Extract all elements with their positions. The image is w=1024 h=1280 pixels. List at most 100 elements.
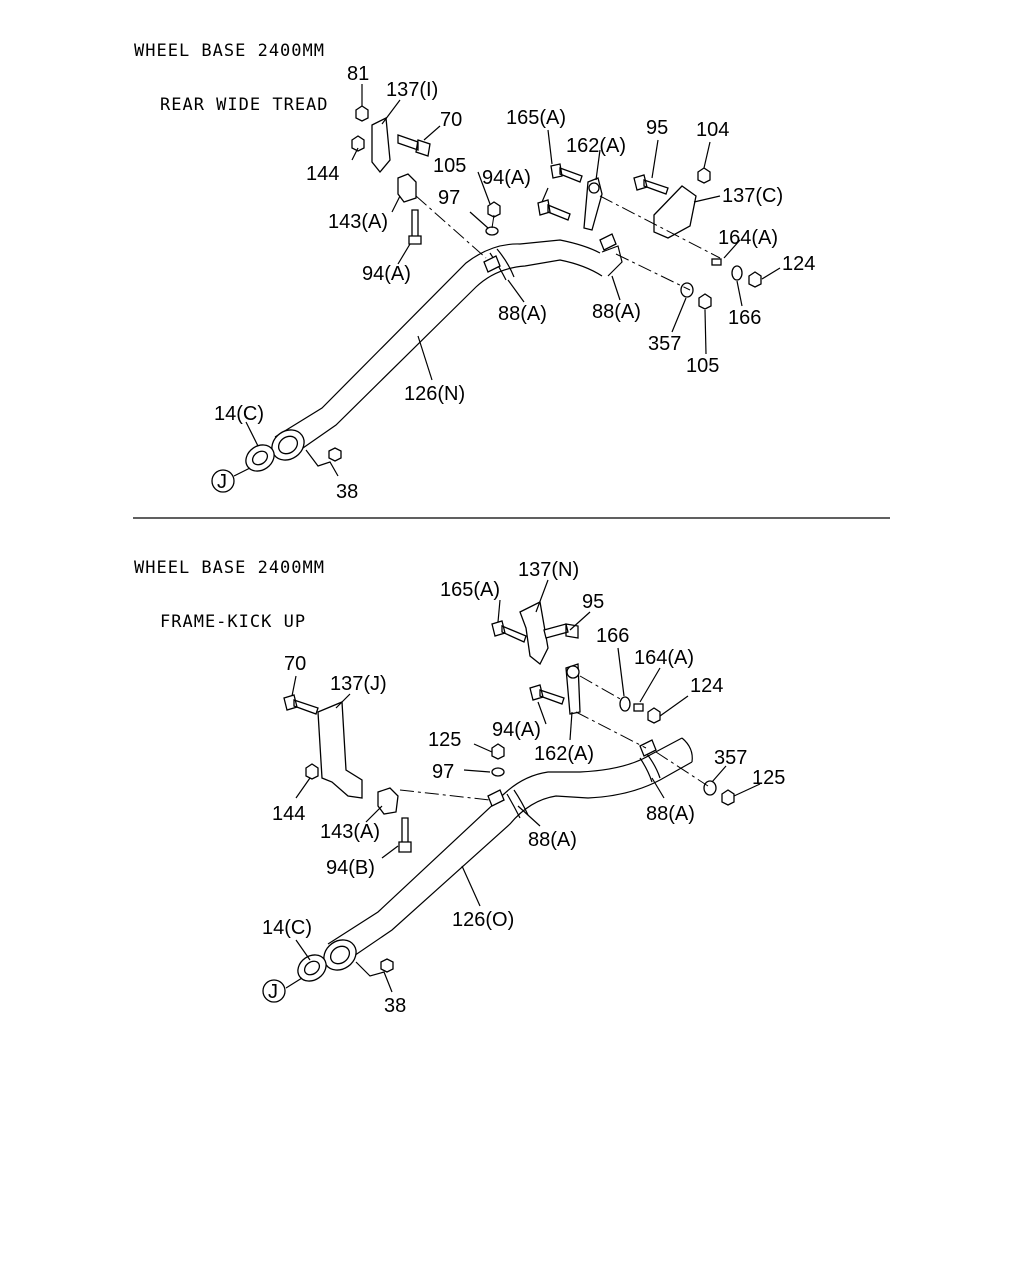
bolt-70-icon — [397, 134, 431, 157]
washer-166-2-icon — [619, 696, 631, 712]
label-1-19: 166 — [728, 307, 761, 329]
alignment-line-8 — [655, 751, 709, 787]
bracket-137c-icon — [653, 185, 697, 239]
label-2-17: 88(A) — [646, 803, 695, 825]
label-1-7: 97 — [438, 187, 460, 209]
section-2-heading-line2: FRAME-KICK UP — [160, 612, 307, 632]
label-2-5: 70 — [284, 653, 306, 675]
label-2-0: 137(N) — [518, 559, 579, 581]
clamp-143a-2-icon — [377, 787, 399, 815]
label-2-22: 38 — [384, 995, 406, 1017]
label-1-14: 164(A) — [718, 227, 778, 249]
label-2-19: 126(O) — [452, 909, 514, 931]
bushing-164a-icon — [711, 258, 722, 266]
label-2-11: 97 — [432, 761, 454, 783]
label-2-15: 143(A) — [320, 821, 380, 843]
bolt-95-2-icon — [543, 623, 579, 639]
label-1-12: 94(A) — [482, 167, 531, 189]
bolt-94a-left-icon — [408, 209, 422, 245]
ref-j-circle-1 — [211, 469, 235, 493]
label-1-2: 70 — [440, 109, 462, 131]
alignment-line-2 — [599, 195, 721, 259]
bolt-94b-icon — [398, 817, 412, 853]
bushing-164a-2-icon — [633, 703, 644, 712]
washer-166-icon — [731, 265, 743, 281]
label-1-0: 81 — [347, 63, 369, 85]
section-1-drawing: 81 137(I) 70 144 143(A) 94(A) 105 97 165… — [211, 63, 815, 503]
label-2-21: J — [268, 981, 278, 1003]
bracket-137n-icon — [519, 601, 549, 666]
label-1-20: 105 — [686, 355, 719, 377]
label-1-17: 88(A) — [592, 301, 641, 323]
label-2-13: 125 — [752, 767, 785, 789]
washer-97-2-icon — [491, 767, 505, 777]
label-1-13: 137(C) — [722, 185, 783, 207]
nut-105-top-icon — [487, 201, 501, 218]
label-2-1: 165(A) — [440, 579, 500, 601]
alignment-line-5 — [399, 789, 491, 801]
label-1-4: 143(A) — [328, 211, 388, 233]
label-2-2: 95 — [582, 591, 604, 613]
section-2-drawing: 137(N) 165(A) 95 166 164(A) 70 137(J) 12… — [262, 559, 785, 1017]
section-1-heading-line2: REAR WIDE TREAD — [160, 95, 329, 115]
leader-lines-2 — [285, 579, 761, 993]
bolt-94a-2-icon — [529, 684, 565, 705]
label-2-8: 94(A) — [492, 719, 541, 741]
label-2-3: 166 — [596, 625, 629, 647]
label-1-6: 105 — [433, 155, 466, 177]
exhaust-pipe-126o — [327, 737, 693, 963]
pipe-bracket-right-icon — [599, 233, 617, 251]
nut-144-icon — [351, 135, 365, 152]
pipe-bracket-2a-icon — [487, 789, 505, 807]
label-1-10: 95 — [646, 117, 668, 139]
label-1-8: 165(A) — [506, 107, 566, 129]
exhaust-pipe-126n — [274, 239, 623, 458]
alignment-line-1 — [415, 195, 487, 259]
alignment-line-4 — [491, 214, 495, 229]
label-1-1: 137(I) — [386, 79, 438, 101]
clamp-143a-icon — [397, 173, 417, 203]
nut-144-2-icon — [305, 763, 319, 780]
label-2-16: 88(A) — [528, 829, 577, 851]
label-1-15: 124 — [782, 253, 815, 275]
nut-124-icon — [748, 271, 762, 288]
bolt-165a-icon — [550, 163, 583, 183]
part-labels-1: 81 137(I) 70 144 143(A) 94(A) 105 97 165… — [214, 63, 815, 503]
label-2-10: 125 — [428, 729, 461, 751]
leader-lines-1 — [233, 84, 781, 477]
nut-124-2-icon — [647, 707, 661, 724]
section-1-heading: WHEEL BASE 2400MM REAR WIDE TREAD — [134, 6, 329, 150]
nut-105-bottom-icon — [698, 293, 712, 310]
label-1-23: J — [217, 471, 227, 493]
bolt-94a-right-icon — [537, 199, 571, 221]
label-1-24: 38 — [336, 481, 358, 503]
flange-gasket-14c-2 — [297, 939, 357, 982]
label-1-9: 162(A) — [566, 135, 626, 157]
nut-81-icon — [355, 105, 369, 122]
section-2-heading: WHEEL BASE 2400MM FRAME-KICK UP — [134, 523, 325, 667]
label-1-3: 144 — [306, 163, 339, 185]
nut-38-2-icon — [380, 958, 394, 973]
pipe-bracket-left-icon — [483, 255, 501, 273]
label-1-16: 88(A) — [498, 303, 547, 325]
nut-125-right-icon — [721, 789, 735, 806]
nut-104-icon — [697, 167, 711, 184]
nut-125-left-icon — [491, 743, 505, 760]
label-2-20: 14(C) — [262, 917, 312, 939]
pipe-bracket-2b-icon — [639, 739, 657, 757]
section-2-heading-line1: WHEEL BASE 2400MM — [134, 558, 325, 578]
washer-357-2-icon — [703, 780, 717, 796]
label-1-18: 357 — [648, 333, 681, 355]
flange-gasket-14c — [245, 429, 305, 472]
bracket-137j-icon — [317, 701, 363, 799]
label-2-9: 162(A) — [534, 743, 594, 765]
washer-357-icon — [680, 282, 694, 298]
ref-j-circle-2 — [262, 979, 286, 1003]
label-1-21: 126(N) — [404, 383, 465, 405]
label-2-18: 94(B) — [326, 857, 375, 879]
part-labels-2: 137(N) 165(A) 95 166 164(A) 70 137(J) 12… — [262, 559, 785, 1017]
label-2-4: 164(A) — [634, 647, 694, 669]
label-2-12: 357 — [714, 747, 747, 769]
